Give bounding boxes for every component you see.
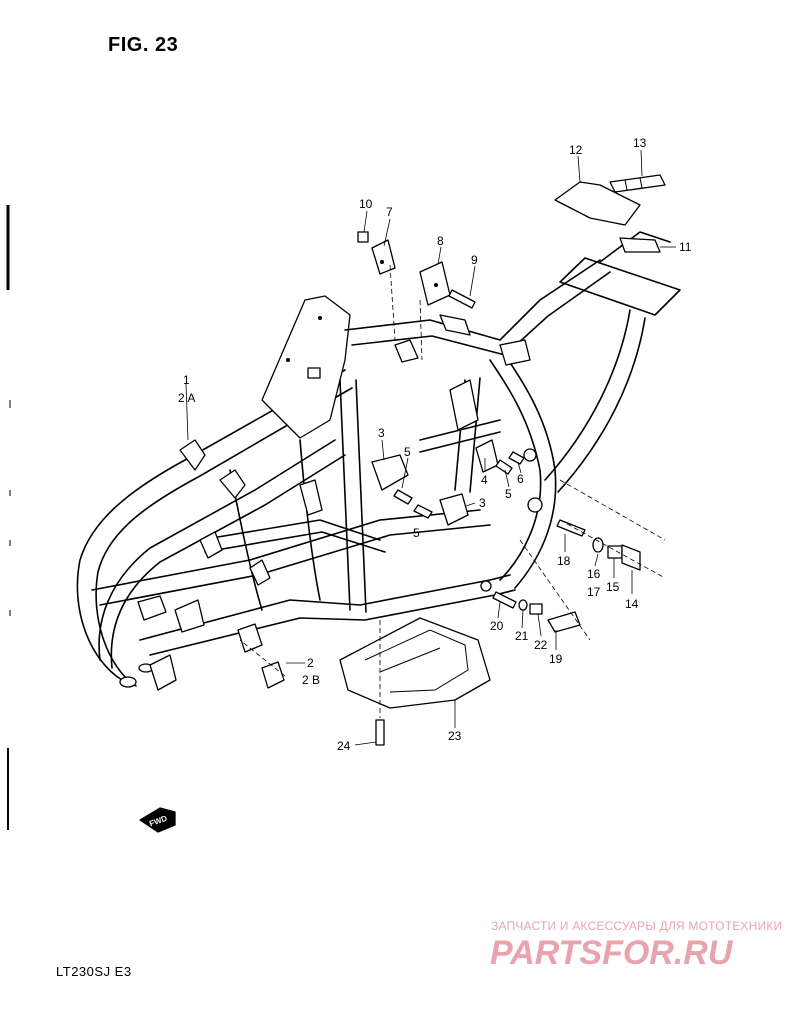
callout-2a: 2 A xyxy=(178,391,195,405)
leader-lines xyxy=(185,149,676,746)
callout-23: 23 xyxy=(448,729,462,743)
callout-labels: 1 2 A 2 2 B 3 3 4 5 5 5 6 7 8 9 10 11 12… xyxy=(148,136,692,828)
callout-5c: 5 xyxy=(413,526,420,540)
assembly-guides xyxy=(239,264,666,718)
callout-5a: 5 xyxy=(404,445,411,459)
exploded-parts xyxy=(139,174,666,833)
callout-24: 24 xyxy=(337,739,351,753)
callout-13: 13 xyxy=(633,136,647,150)
callout-18: 18 xyxy=(557,554,571,568)
callout-16: 16 xyxy=(587,567,601,581)
callout-21: 21 xyxy=(515,629,529,643)
callout-15: 15 xyxy=(606,580,620,594)
callout-12: 12 xyxy=(569,143,583,157)
main-frame xyxy=(76,231,681,691)
figure-title: FIG. 23 xyxy=(108,34,179,56)
callout-3b: 3 xyxy=(479,496,486,510)
callout-4: 4 xyxy=(481,473,488,487)
callout-2: 2 xyxy=(307,656,314,670)
callout-10: 10 xyxy=(359,197,373,211)
callout-7: 7 xyxy=(386,205,393,219)
watermark-logo: PARTSFOR.RU xyxy=(490,934,733,972)
callout-11: 11 xyxy=(679,240,692,254)
callout-1: 1 xyxy=(183,373,190,387)
callout-3a: 3 xyxy=(378,426,385,440)
callout-6: 6 xyxy=(517,472,524,486)
callout-20: 20 xyxy=(490,619,504,633)
callout-22: 22 xyxy=(534,638,548,652)
callout-8: 8 xyxy=(437,234,444,248)
callout-2b: 2 B xyxy=(302,673,320,687)
callout-14: 14 xyxy=(625,597,639,611)
callout-9: 9 xyxy=(471,253,478,267)
model-code: LT230SJ E3 xyxy=(56,964,132,979)
callout-17: 17 xyxy=(587,585,601,599)
callout-19: 19 xyxy=(549,652,563,666)
scan-edge-marks xyxy=(6,205,11,830)
watermark-subtitle: ЗАПЧАСТИ И АКСЕССУАРЫ ДЛЯ МОТОТЕХНИКИ xyxy=(491,919,783,933)
callout-5b: 5 xyxy=(505,487,512,501)
